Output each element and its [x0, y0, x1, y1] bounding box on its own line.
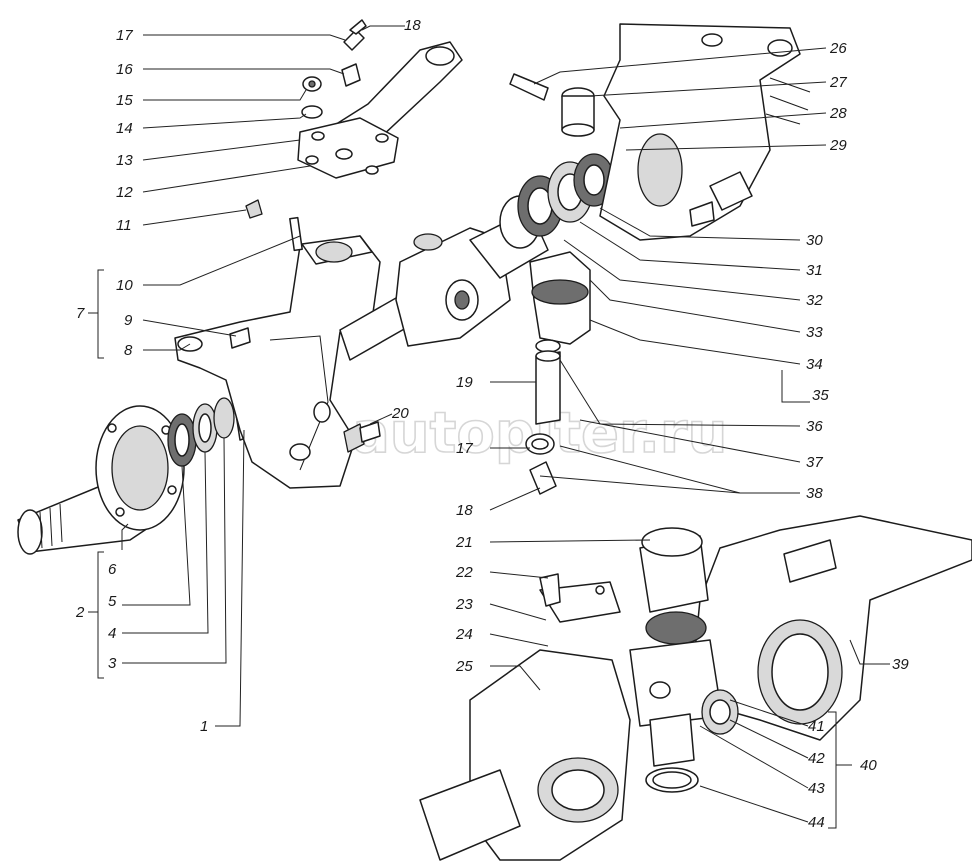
callout-17-top: 17	[116, 27, 133, 44]
callout-6: 6	[108, 561, 117, 578]
bearing-stack	[517, 153, 615, 237]
callout-39: 39	[892, 656, 909, 673]
callout-38: 38	[806, 485, 823, 502]
callout-17-bottom: 17	[456, 440, 473, 457]
drive-shaft	[339, 195, 549, 361]
callout-12: 12	[116, 184, 133, 201]
callout-43: 43	[808, 780, 825, 797]
callout-3: 3	[108, 655, 117, 672]
callout-40: 40	[860, 757, 877, 774]
steering-arm	[297, 41, 463, 179]
lower-assembly	[419, 515, 972, 861]
lower-king-pin	[525, 251, 591, 495]
steering-knuckle-assembly	[17, 216, 381, 555]
callout-labels: 17 18 16 15 14 13 12 11 10 7 9 8 6 2 5 4…	[75, 17, 909, 831]
callout-15: 15	[116, 92, 133, 109]
callout-1: 1	[200, 718, 208, 735]
callout-32: 32	[806, 292, 823, 309]
callout-7: 7	[76, 305, 85, 322]
callout-28: 28	[829, 105, 847, 122]
callout-25: 25	[455, 658, 473, 675]
callout-34: 34	[806, 356, 823, 373]
callout-20: 20	[391, 405, 409, 422]
callout-5: 5	[108, 593, 117, 610]
callout-2: 2	[75, 604, 85, 621]
callout-37: 37	[806, 454, 823, 471]
nut-16	[341, 63, 361, 87]
upper-housing	[599, 23, 811, 241]
callout-21: 21	[455, 534, 473, 551]
callout-19: 19	[456, 374, 473, 391]
callout-16: 16	[116, 61, 133, 78]
callout-35: 35	[812, 387, 829, 404]
callout-27: 27	[829, 74, 847, 91]
washer-14	[301, 105, 323, 119]
callout-29: 29	[829, 137, 847, 154]
callout-9: 9	[124, 312, 133, 329]
callout-8: 8	[124, 342, 133, 359]
callout-14: 14	[116, 120, 133, 137]
bolt-11	[245, 199, 263, 219]
leader-lines	[88, 25, 890, 829]
callout-33: 33	[806, 324, 823, 341]
stub-axle-flange	[17, 405, 185, 555]
callout-4: 4	[108, 625, 116, 642]
callout-10: 10	[116, 277, 133, 294]
callout-18-top: 18	[404, 17, 421, 34]
callout-41: 41	[808, 718, 825, 735]
callout-22: 22	[455, 564, 473, 581]
callout-44: 44	[808, 814, 825, 831]
callout-30: 30	[806, 232, 823, 249]
callout-13: 13	[116, 152, 133, 169]
callout-31: 31	[806, 262, 823, 279]
callout-36: 36	[806, 418, 823, 435]
king-pin-top	[509, 73, 595, 137]
grease-nipple-top	[343, 19, 367, 51]
callout-26: 26	[829, 40, 847, 57]
knuckle-housing	[174, 216, 381, 489]
callout-23: 23	[455, 596, 473, 613]
callout-11: 11	[116, 217, 132, 234]
callout-24: 24	[455, 626, 473, 643]
callout-18-bottom: 18	[456, 502, 473, 519]
nut-15	[302, 76, 322, 92]
callout-42: 42	[808, 750, 825, 767]
bolt-20	[343, 421, 381, 453]
